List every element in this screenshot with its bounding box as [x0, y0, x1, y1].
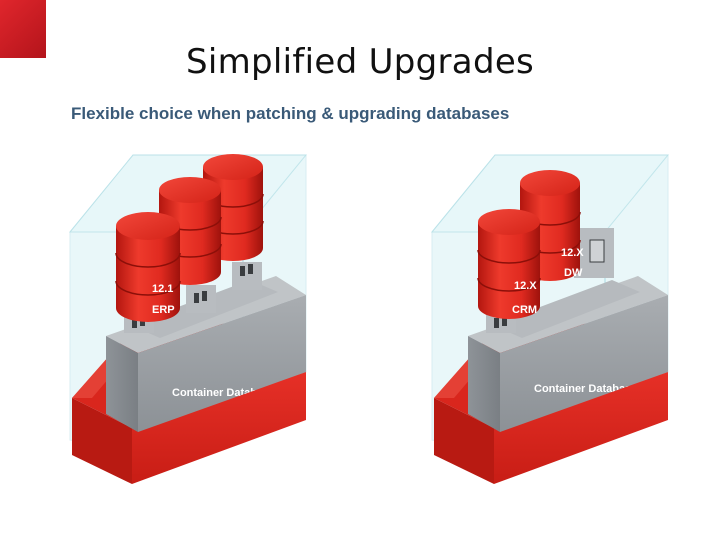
left-gray-container — [106, 262, 306, 432]
corner-accent — [0, 0, 46, 58]
left-pdb-name-label: ERP — [152, 304, 175, 316]
right-gray-container — [468, 228, 668, 432]
right-pdb-crm-name-label: CRM — [512, 304, 537, 316]
slide-title: Simplified Upgrades — [185, 42, 535, 82]
right-container-group: 12.X DW 12.X CRM Container Database — [430, 154, 670, 484]
right-pdb-crm-version-label: 12.X — [514, 280, 537, 292]
left-database-cylinder-front — [115, 212, 181, 322]
left-container-group: 12.1 ERP Container Database — [68, 154, 308, 484]
right-container-database-label: Container Database — [534, 383, 637, 395]
slide-subtitle: Flexible choice when patching & upgradin… — [71, 104, 510, 123]
left-pdb-version-label: 12.1 — [152, 283, 173, 295]
right-pdb-dw-version-label: 12.X — [561, 247, 584, 259]
right-database-cylinder-front — [477, 209, 541, 319]
right-pdb-dw-name-label: DW — [564, 267, 583, 279]
